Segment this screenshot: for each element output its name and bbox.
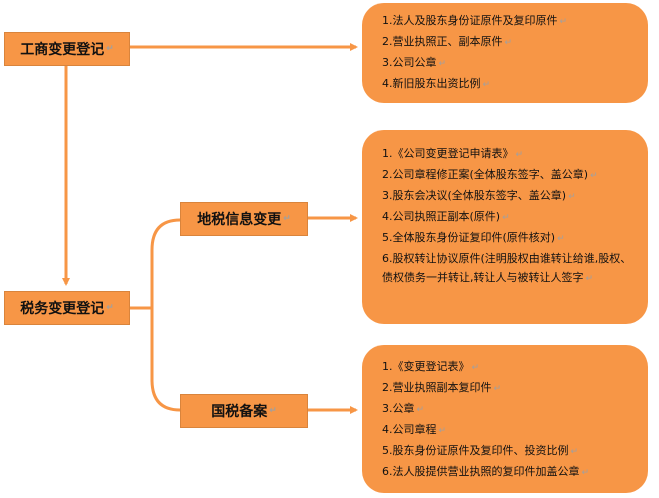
- list-item: 3.公章↵: [382, 402, 425, 415]
- node-shuiwu: 税务变更登记↵: [4, 291, 130, 325]
- list-item: 1.《公司变更登记申请表》↵: [382, 147, 524, 160]
- node-dishui: 地税信息变更↵: [180, 202, 308, 236]
- node-guoshui-label: 国税备案: [211, 404, 268, 420]
- list-item: 4.公司执照正副本(原件)↵: [382, 210, 510, 223]
- list-item: 4.公司章程↵: [382, 423, 447, 436]
- paragraph-mark: ↵: [106, 44, 114, 54]
- paragraph-mark: ↵: [269, 406, 277, 416]
- node-guoshui: 国税备案↵: [180, 394, 308, 428]
- node-dishui-label: 地税信息变更: [197, 212, 282, 228]
- list-item: 3.公司公章↵: [382, 56, 447, 69]
- list-item: 5.全体股东身份证复印件(原件核对)↵: [382, 231, 565, 244]
- panel-gongshang-docs: 1.法人及股东身份证原件及复印原件↵ 2.营业执照正、副本原件↵ 3.公司公章↵…: [362, 3, 648, 103]
- list-item: 6.法人股提供营业执照的复印件加盖公章↵: [382, 465, 590, 478]
- list-item: 2.营业执照正、副本原件↵: [382, 35, 513, 48]
- node-gongshang: 工商变更登记↵: [4, 32, 130, 66]
- list-item: 6.股权转让协议原件(注明股权由谁转让给谁,股权、债权债务一并转让,转让人与被转…: [382, 252, 632, 284]
- paragraph-mark: ↵: [283, 214, 291, 224]
- panel-guoshui-docs: 1.《变更登记表》↵ 2.营业执照副本复印件↵ 3.公章↵ 4.公司章程↵ 5.…: [362, 345, 648, 493]
- node-gongshang-label: 工商变更登记: [20, 42, 105, 58]
- list-item: 1.《变更登记表》↵: [382, 360, 480, 373]
- list-item: 2.公司章程修正案(全体股东签字、盖公章)↵: [382, 168, 598, 181]
- paragraph-mark: ↵: [106, 303, 114, 313]
- node-shuiwu-label: 税务变更登记: [20, 301, 105, 317]
- panel-dishui-docs: 1.《公司变更登记申请表》↵ 2.公司章程修正案(全体股东签字、盖公章)↵ 3.…: [362, 130, 648, 324]
- list-item: 4.新旧股东出资比例↵: [382, 77, 491, 90]
- list-item: 5.股东身份证原件及复印件、投资比例↵: [382, 444, 579, 457]
- branch-shuiwu: [130, 218, 181, 412]
- list-item: 2.营业执照副本复印件↵: [382, 381, 502, 394]
- list-item: 1.法人及股东身份证原件及复印原件↵: [382, 14, 568, 27]
- list-item: 3.股东会决议(全体股东签字、盖公章)↵: [382, 189, 576, 202]
